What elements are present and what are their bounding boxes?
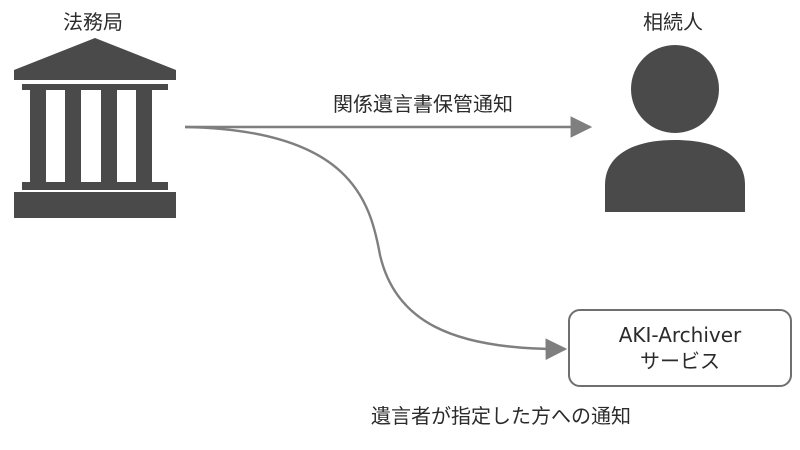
service-name: AKI-Archiver: [618, 323, 742, 347]
legal-bureau-label: 法務局: [63, 10, 123, 34]
arrow-to-service: [184, 125, 568, 360]
edge-label-heir-notice: 関係遺言書保管通知: [333, 92, 513, 116]
courthouse-icon: [14, 38, 176, 218]
edge-label-designated-notice: 遺言者が指定した方への通知: [371, 404, 631, 428]
heir-label: 相続人: [643, 10, 703, 34]
service-box: AKI-Archiver サービス: [568, 309, 792, 387]
person-icon: [605, 45, 745, 212]
service-subtitle: サービス: [640, 349, 720, 373]
